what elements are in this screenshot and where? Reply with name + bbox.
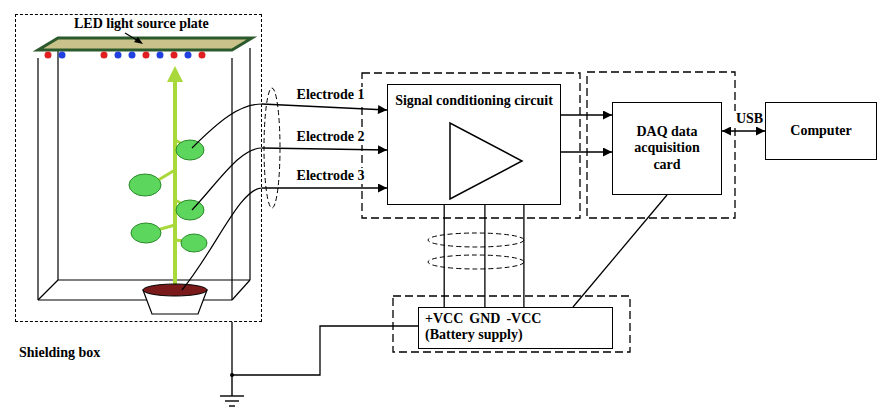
text-row: (Battery supply) bbox=[425, 327, 606, 343]
shield-outline bbox=[587, 72, 735, 218]
led-plate bbox=[38, 38, 252, 50]
connector bbox=[484, 205, 485, 307]
node-text: Computer bbox=[790, 123, 851, 139]
cable-shield bbox=[428, 255, 524, 269]
node-text: GND bbox=[469, 311, 500, 327]
node-text: Signal conditioning circuit bbox=[394, 93, 554, 109]
connector bbox=[262, 104, 387, 110]
connector bbox=[561, 114, 612, 115]
edge-label: Electrode 3 bbox=[295, 168, 367, 184]
text-row: +VCC GND -VCC bbox=[425, 311, 606, 327]
connector bbox=[722, 130, 765, 131]
growth-chamber bbox=[38, 48, 250, 300]
connector bbox=[444, 205, 445, 307]
connector bbox=[232, 322, 418, 375]
daq-card-box: DAQ data acquisition card bbox=[612, 102, 722, 195]
cable-shield bbox=[428, 233, 524, 247]
shielding-box: Shielding box bbox=[15, 14, 262, 322]
signal-conditioning-box: Signal conditioning circuit bbox=[387, 84, 561, 205]
connector bbox=[523, 205, 524, 307]
node-text: DAQ data acquisition card bbox=[619, 124, 715, 172]
shield-outline bbox=[393, 296, 630, 352]
connector bbox=[262, 187, 387, 188]
computer-box: Computer bbox=[765, 102, 877, 160]
part-label: LED light source plate bbox=[72, 16, 211, 32]
connector bbox=[262, 148, 387, 150]
connector bbox=[561, 151, 612, 152]
ground-symbol bbox=[220, 375, 244, 406]
shield-outline bbox=[362, 73, 580, 218]
led-dots bbox=[45, 52, 206, 59]
plant bbox=[129, 66, 207, 314]
battery-box: +VCC GND -VCC(Battery supply) bbox=[418, 307, 613, 349]
edge-label: USB bbox=[734, 111, 765, 127]
edge-label: Electrode 1 bbox=[295, 87, 367, 103]
node-text: +VCC bbox=[425, 311, 463, 327]
node-text: -VCC bbox=[506, 311, 541, 327]
edge-label: Electrode 2 bbox=[295, 129, 367, 145]
electrode-wire bbox=[182, 104, 262, 290]
node-text: (Battery supply) bbox=[425, 327, 523, 343]
leader-arrow bbox=[134, 37, 143, 44]
connector bbox=[573, 195, 667, 307]
node-text: Shielding box bbox=[19, 345, 100, 361]
